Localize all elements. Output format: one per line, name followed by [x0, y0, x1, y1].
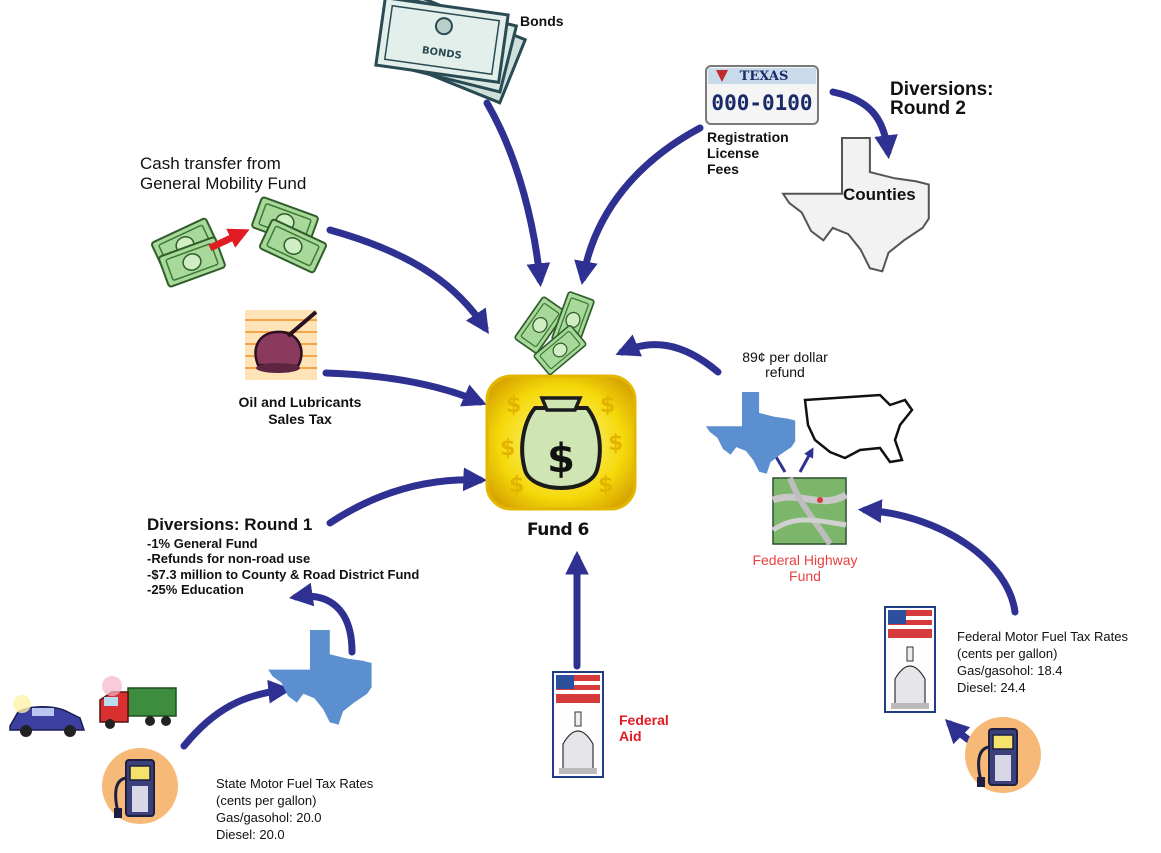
- plate-state-text: TEXAS: [740, 69, 789, 84]
- cash-transfer-label: Cash transfer from General Mobility Fund: [140, 154, 306, 193]
- registration-line-1: Registration: [707, 129, 789, 145]
- registration-line-3: Fees: [707, 161, 739, 178]
- us-map-icon: [803, 393, 914, 464]
- state-tax-line-1: State Motor Fuel Tax Rates: [216, 776, 374, 791]
- state-tax-line-2: (cents per gallon): [216, 792, 317, 808]
- federal-aid-line-1: Federal: [619, 712, 669, 728]
- diversions-round2-line-2: Round 2: [890, 98, 966, 119]
- texas-map-state-icon: [268, 630, 372, 725]
- oil-lubricants-line-1: Oil and Lubricants: [238, 394, 362, 410]
- cash-transfer-line-1: Cash transfer from: [140, 154, 281, 173]
- state-tax-line-4: Diesel: 20.0: [216, 826, 285, 842]
- federal-tax-line-2: (cents per gallon): [957, 645, 1058, 661]
- bonds-certificates-icon: [374, 0, 528, 105]
- refund-line-1: 89¢ per dollar: [742, 349, 828, 365]
- federal-tax-line-3: Gas/gasohol: 18.4: [957, 662, 1063, 678]
- falling-money-icon: [513, 290, 596, 377]
- federal-aid-label: Federal Aid: [619, 712, 669, 744]
- arrow-federal-tax-to-highway-fund: [857, 499, 1019, 616]
- oil-lubricants-line-2: Sales Tax: [268, 410, 332, 427]
- arrow-cash-transfer-to-fund: [326, 226, 489, 334]
- texas-map-refund-icon: [705, 392, 796, 474]
- federal-aid-line-2: Aid: [619, 728, 642, 745]
- fund6-label: Fund 6: [527, 520, 589, 540]
- federal-gas-pump-icon: [963, 715, 1043, 795]
- bonds-label: Bonds: [520, 13, 564, 29]
- arrow-refund-to-fund: [615, 334, 722, 376]
- diversions-round1-item: -25% Education: [147, 581, 244, 597]
- oil-lubricants-label: Oil and Lubricants Sales Tax: [200, 394, 400, 427]
- registration-line-2: License: [707, 145, 760, 162]
- federal-tax-capitol-icon: [884, 606, 936, 713]
- refund-label: 89¢ per dollar refund: [700, 349, 870, 381]
- federal-aid-capitol-icon: [552, 671, 604, 778]
- federal-tax-rates-label: Federal Motor Fuel Tax Rates (cents per …: [957, 629, 1128, 697]
- state-tax-line-3: Gas/gasohol: 20.0: [216, 809, 322, 825]
- truck-icon: [99, 676, 177, 729]
- svg-text:$: $: [600, 393, 615, 418]
- plate-number-text: 000-0100: [711, 91, 812, 115]
- state-gas-pump-icon: [100, 746, 180, 826]
- diversions-round1-item: -$7.3 million to County & Road District …: [147, 566, 420, 582]
- cash-transfer-bills-icon: [150, 195, 328, 289]
- fund6-hub-icon: $ $ $ $ $ $: [485, 374, 637, 511]
- diversions-round1-list: -1% General Fund -Refunds for non-road u…: [147, 536, 419, 597]
- federal-tax-line-1: Federal Motor Fuel Tax Rates: [957, 629, 1128, 644]
- car-icon: [9, 695, 86, 737]
- svg-text:$: $: [509, 473, 524, 498]
- oil-can-icon: [245, 310, 318, 380]
- federal-tax-line-4: Diesel: 24.4: [957, 679, 1026, 695]
- arrow-diversions-round1-to-fund: [326, 467, 488, 527]
- svg-text:$: $: [500, 436, 515, 461]
- arrow-bonds-to-fund: [483, 99, 551, 288]
- arrow-registration-to-fund: [574, 124, 704, 286]
- diversions-round2-line-1: Diversions:: [890, 79, 994, 100]
- svg-text:$: $: [598, 473, 613, 498]
- registration-label: Registration License Fees: [707, 129, 789, 177]
- state-tax-rates-label: State Motor Fuel Tax Rates (cents per ga…: [216, 776, 373, 844]
- diversions-round1-item: -1% General Fund: [147, 536, 258, 551]
- federal-highway-fund-icon: [771, 476, 848, 546]
- svg-text:$: $: [506, 393, 521, 418]
- money-bag-dollar: $: [547, 436, 575, 482]
- arrow-registration-to-counties: [829, 88, 898, 160]
- refund-line-2: refund: [765, 364, 805, 381]
- diversions-round2-label: Diversions: Round 2: [890, 80, 993, 118]
- arrow-texas-to-diversions-round1: [288, 582, 356, 656]
- federal-highway-fund-label: Federal Highway Fund: [735, 552, 875, 584]
- svg-text:$: $: [608, 431, 623, 456]
- federal-highway-line-1: Federal Highway: [752, 552, 858, 568]
- cash-transfer-line-2: General Mobility Fund: [140, 173, 307, 193]
- arrow-state-pump-to-texas: [180, 679, 293, 750]
- texas-license-plate-icon: [705, 65, 819, 125]
- counties-label: Counties: [843, 185, 916, 204]
- diversions-round1-item: -Refunds for non-road use: [147, 551, 311, 567]
- arrow-oil-tax-to-fund: [322, 369, 487, 407]
- diversions-round1-title: Diversions: Round 1: [147, 515, 313, 534]
- federal-highway-line-2: Fund: [789, 568, 821, 585]
